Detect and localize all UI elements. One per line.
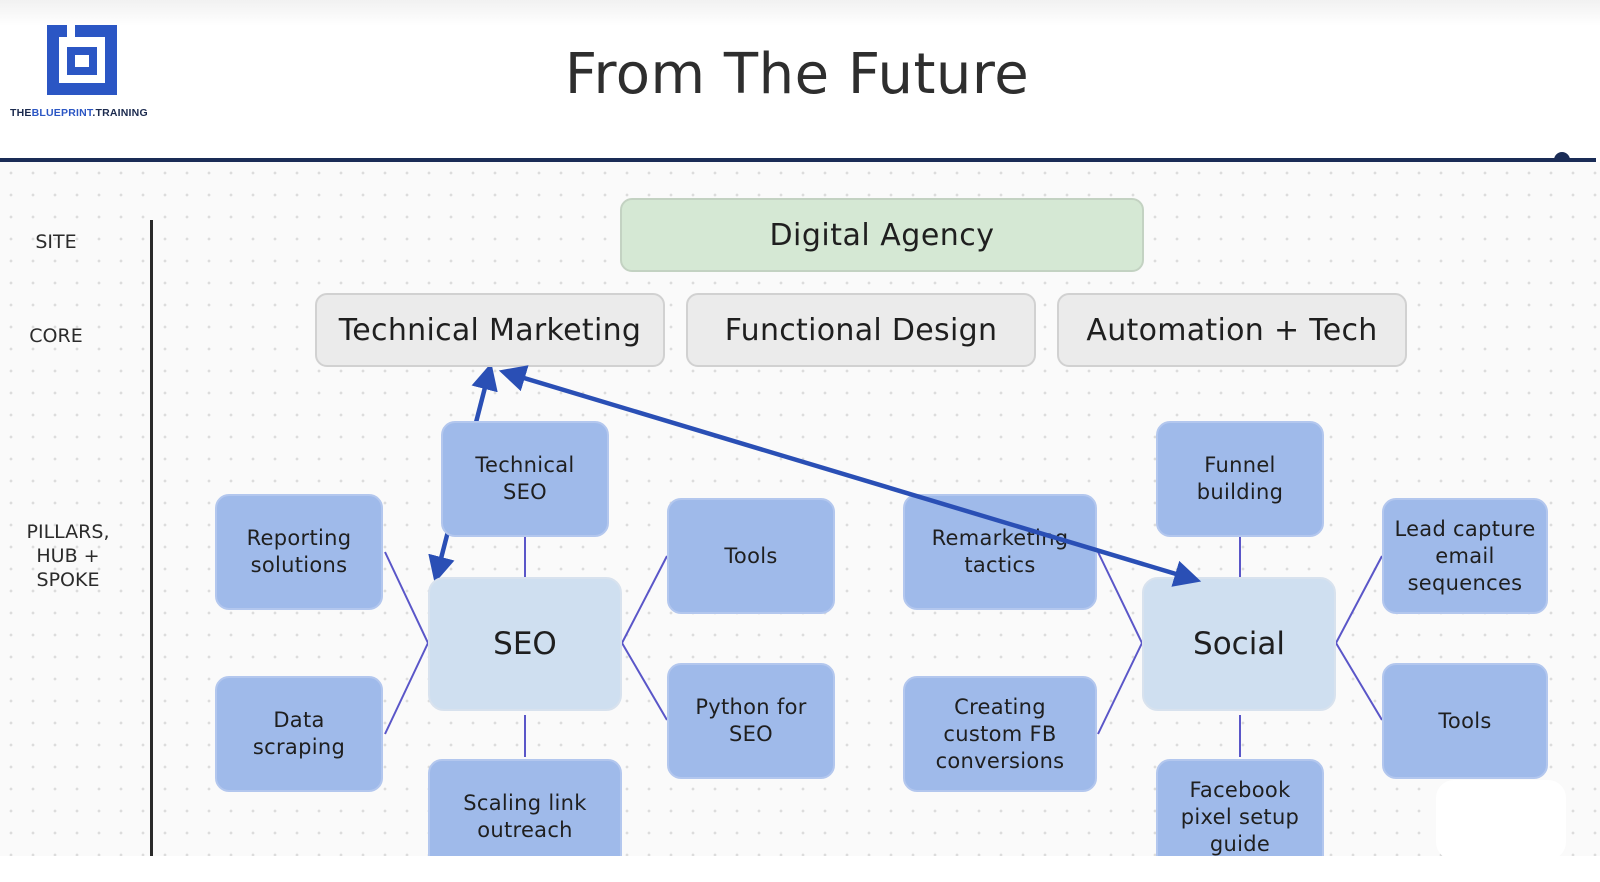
blueprint-logo-icon [47, 25, 117, 95]
spoke-lead-capture-sequences: Lead capture email sequences [1382, 498, 1548, 614]
slide-header: THEBLUEPRINT.TRAINING From The Future [0, 0, 1600, 162]
spoke-facebook-pixel-guide: Facebook pixel setup guide [1156, 759, 1324, 875]
level-label-core: CORE [29, 325, 83, 347]
node-automation-tech: Automation + Tech [1057, 293, 1407, 367]
logo-wordmark: THEBLUEPRINT.TRAINING [10, 107, 148, 119]
hub-seo: SEO [428, 577, 622, 711]
level-axis-line [150, 220, 153, 860]
node-digital-agency: Digital Agency [620, 198, 1144, 272]
level-label-pillars: PILLARS, HUB + SPOKE [26, 521, 110, 591]
spoke-funnel-building: Funnel building [1156, 421, 1324, 537]
corner-overlay [1436, 780, 1566, 860]
node-technical-marketing: Technical Marketing [315, 293, 665, 367]
header-divider [0, 158, 1596, 162]
node-functional-design: Functional Design [686, 293, 1036, 367]
spoke-scaling-link-outreach: Scaling link outreach [428, 759, 622, 875]
spoke-custom-fb-conversions: Creating custom FB conversions [903, 676, 1097, 792]
level-label-site: SITE [35, 231, 77, 253]
bottom-strip [0, 856, 1600, 882]
hub-social: Social [1142, 577, 1336, 711]
spoke-reporting-solutions: Reporting solutions [215, 494, 383, 610]
spoke-remarketing-tactics: Remarketing tactics [903, 494, 1097, 610]
spoke-seo-tools: Tools [667, 498, 835, 614]
spoke-data-scraping: Data scraping [215, 676, 383, 792]
spoke-technical-seo: Technical SEO [441, 421, 609, 537]
spoke-python-for-seo: Python for SEO [667, 663, 835, 779]
slide-title: From The Future [564, 42, 1030, 107]
spoke-social-tools: Tools [1382, 663, 1548, 779]
